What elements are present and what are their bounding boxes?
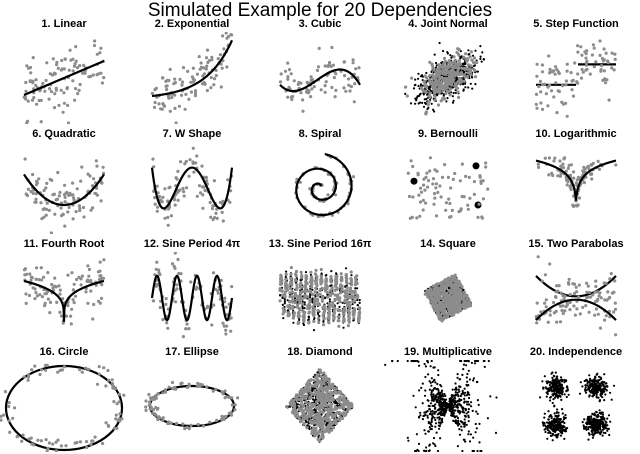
panel-joint-normal: 4. Joint Normal [384,18,512,126]
data-points-gray [406,156,490,220]
panel-title: 14. Square [420,238,476,250]
panel-title: 2. Exponential [154,18,230,30]
panel-ellipse: 17. Ellipse [128,346,256,454]
data-points-gray [144,380,240,431]
scatter-plot [404,41,486,116]
fit-curve [279,68,361,93]
scatter-plot [534,255,618,337]
panel-title: 20. Independence [529,346,623,358]
scatter-plot [539,371,616,442]
fit-curve [23,59,105,97]
panel-title: 16. Circle [39,346,89,358]
data-points-gray [278,266,362,328]
panel-title: 3. Cubic [298,18,342,30]
panel-title: 9. Bernoulli [418,128,478,140]
panel-cubic: 3. Cubic [256,18,384,126]
panel-linear: 1. Linear [0,18,128,126]
fit-curve [535,159,617,201]
scatter-plot [278,266,362,332]
panel-circle: 16. Circle [0,346,128,454]
panel-spiral: 8. Spiral [256,128,384,236]
panel-title: 7. W Shape [162,128,222,140]
data-points-gray [150,32,234,124]
scatter-plot [406,156,490,220]
fit-curve [150,274,234,322]
data-points-black [539,371,616,442]
scatter-plot [278,45,361,113]
panel-title: 18. Diamond [287,346,353,358]
panel-title: 15. Two Parabolas [528,238,624,250]
fit-curve [23,173,105,207]
scatter-plot [150,252,234,339]
fit-curve [535,298,617,321]
data-points-gray [404,47,479,116]
panel-title: 8. Spiral [298,128,342,140]
panel-title: 12. Sine Period 4π [143,238,241,250]
fit-curve [295,153,353,217]
scatter-plot [150,146,234,227]
scatter-plot [144,380,240,431]
panel-title: 19. Multiplicative [403,346,493,358]
panel-title: 4. Joint Normal [408,18,488,30]
scatter-plot [285,368,354,443]
panel-two-parabolas: 15. Two Parabolas [512,238,640,346]
panel-independence: 20. Independence [512,346,640,454]
data-points-gray [0,363,126,452]
scatter-plot [23,157,106,234]
fit-curve [151,39,234,98]
scatter-plot [294,153,356,219]
data-points-gray [423,273,473,323]
panel-square: 14. Square [384,238,512,346]
panel-sine16: 13. Sine Period 16π [256,238,384,346]
scatter-plot [0,363,126,452]
chart-title: Simulated Example for 20 Dependencies [147,0,493,21]
data-points-gray [285,368,354,443]
scatter-plot [22,39,106,124]
scatter-plot [423,273,473,323]
panel-title: 17. Ellipse [165,346,219,358]
panel-title: 11. Fourth Root [23,238,105,250]
scatter-plot [384,360,498,452]
fit-curve [150,166,234,210]
fit-curve [23,279,105,322]
scatter-plot [535,156,618,208]
panel-title: 6. Quadratic [32,128,96,140]
panel-title: 10. Logarithmic [535,128,617,140]
panel-title: 13. Sine Period 16π [268,238,372,250]
panel-title: 5. Step Function [533,18,619,30]
panel-quadratic: 6. Quadratic [0,128,128,236]
scatter-plot [534,39,617,118]
panel-title: 1. Linear [41,18,87,30]
data-points-black [384,360,498,452]
panel-logarithmic: 10. Logarithmic [512,128,640,236]
scatter-plot [150,32,234,124]
panel-sine4: 12. Sine Period 4π [128,238,256,346]
panel-bernoulli: 9. Bernoulli [384,128,512,236]
panel-diamond: 18. Diamond [256,346,384,454]
data-points-gray [22,39,106,124]
panel-multiplicative: 19. Multiplicative [384,346,512,454]
data-points-gray [534,39,617,118]
panel-w-shape: 7. W Shape [128,128,256,236]
data-points-gray [151,146,234,227]
data-points-gray [23,157,106,234]
scatter-plot [22,258,106,326]
panel-exponential: 2. Exponential [128,18,256,126]
panel-step: 5. Step Function [512,18,640,126]
panel-fourth-root: 11. Fourth Root [0,238,128,346]
